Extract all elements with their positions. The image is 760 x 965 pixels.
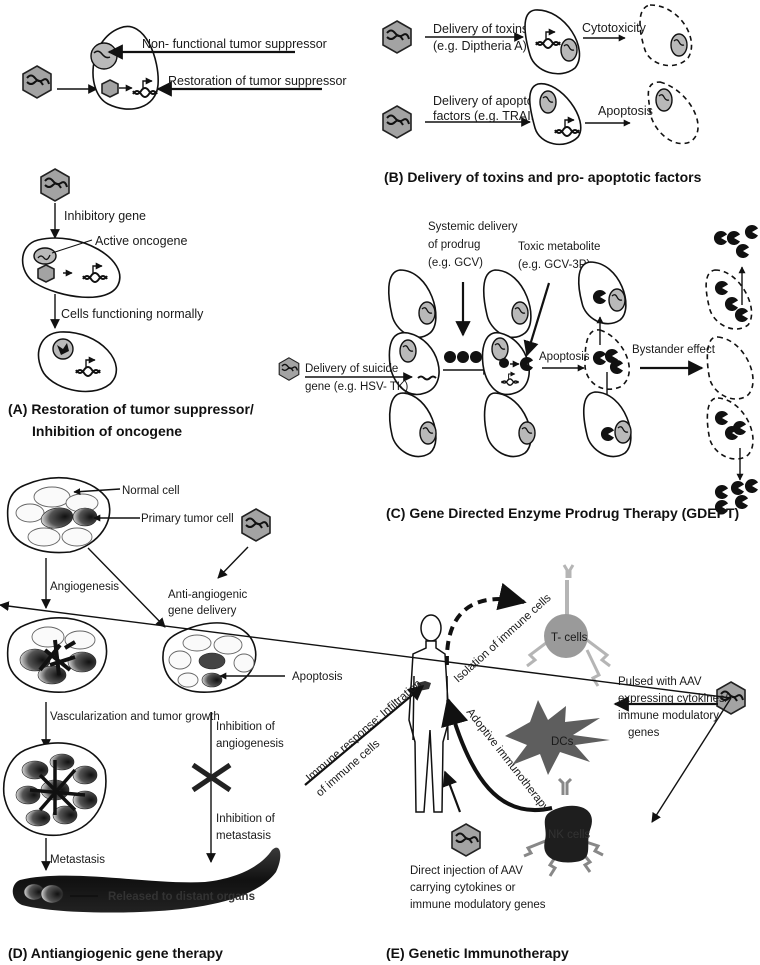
blood-vessels bbox=[38, 639, 77, 676]
nk-cell: NK cells bbox=[523, 777, 604, 877]
suicide-gene-icon bbox=[417, 375, 437, 381]
label-primary-tumor: Primary tumor cell bbox=[141, 513, 234, 525]
aav-vector-icon bbox=[382, 105, 412, 139]
label-apoptosis-d: Apoptosis bbox=[292, 671, 343, 683]
dying-cell bbox=[639, 4, 693, 67]
label-apoptosis-b: Apoptosis bbox=[598, 104, 653, 118]
panel-a-title-line1: (A) Restoration of tumor suppressor/ bbox=[8, 401, 254, 417]
t-cell: T- cells bbox=[526, 564, 611, 687]
label-pulsed-4: genes bbox=[628, 727, 660, 739]
dashed-arrow bbox=[444, 582, 527, 666]
label-inh-angio-2: angiogenesis bbox=[216, 738, 284, 750]
cell bbox=[528, 83, 582, 146]
label-toxins-2: (e.g. Diptheria A) bbox=[433, 39, 527, 53]
label-released: Released to distant organs bbox=[108, 891, 255, 903]
dying-cell bbox=[647, 81, 699, 145]
released-particles-top bbox=[713, 225, 758, 258]
label-vascularization: Vascularization and tumor growth bbox=[50, 711, 220, 723]
label-bystander: Bystander effect bbox=[632, 344, 716, 356]
label-t-cells: T- cells bbox=[551, 632, 588, 644]
label-active-oncogene: Active oncogene bbox=[95, 234, 187, 248]
label-anti-angio-2: gene delivery bbox=[168, 605, 237, 617]
label-apoptotic-1: Delivery of apoptotic bbox=[433, 94, 546, 108]
label-anti-angio-1: Anti-angiogenic bbox=[168, 589, 248, 601]
label-inhibitory-gene: Inhibitory gene bbox=[64, 209, 146, 223]
label-pulsed-2: expressing cytokines/ bbox=[618, 693, 729, 705]
label-apoptotic-2: factors (e.g. TRAIL) bbox=[433, 109, 542, 123]
block-x-icon bbox=[191, 762, 232, 793]
adoptive-arrow bbox=[441, 697, 553, 812]
vector-small-icon bbox=[101, 79, 119, 98]
aav-vector-icon bbox=[278, 357, 300, 381]
label-pulsed-1: Pulsed with AAV bbox=[618, 676, 702, 688]
panel-d-antiangiogenic: Normal cell Primary tumor cell Anti-angi… bbox=[2, 477, 343, 961]
label-pulsed-3: immune modulatory bbox=[618, 710, 719, 722]
label-angiogenesis: Angiogenesis bbox=[50, 581, 119, 593]
panel-a-title-line2: Inhibition of oncogene bbox=[32, 423, 182, 439]
label-inh-angio-1: Inhibition of bbox=[216, 721, 276, 733]
label-systemic-3: (e.g. GCV) bbox=[428, 257, 483, 269]
label-metastasis: Metastasis bbox=[50, 854, 105, 866]
panel-a-restoration: Non- functional tumor suppressor Restora… bbox=[22, 25, 347, 110]
label-systemic-1: Systemic delivery bbox=[428, 221, 518, 233]
label-dcs: DCs bbox=[551, 736, 574, 748]
label-apoptosis-c: Apoptosis bbox=[539, 351, 590, 363]
label-cytotoxicity: Cytotoxicity bbox=[582, 21, 647, 35]
label-direct-1: Direct injection of AAV bbox=[410, 865, 523, 877]
label-suicide-1: Delivery of suicide bbox=[305, 363, 398, 375]
panel-b-title: (B) Delivery of toxins and pro- apoptoti… bbox=[384, 169, 702, 185]
label-cells-normal: Cells functioning normally bbox=[61, 307, 204, 321]
label-direct-2: carrying cytokines or bbox=[410, 882, 516, 894]
label-normal-cell: Normal cell bbox=[122, 485, 180, 497]
aav-vector-icon bbox=[451, 823, 481, 857]
label-immune-response-1: Immune response; Infiltration bbox=[304, 678, 424, 784]
label-restoration: Restoration of tumor suppressor bbox=[168, 74, 347, 88]
aav-vector-icon bbox=[22, 65, 52, 99]
label-direct-3: immune modulatory genes bbox=[410, 899, 546, 911]
dendritic-cell: DCs bbox=[505, 700, 610, 775]
prodrug-dots bbox=[444, 351, 482, 363]
aav-vector-icon bbox=[40, 168, 70, 202]
label-suicide-2: gene (e.g. HSV- TK) bbox=[305, 381, 409, 393]
label-systemic-2: of prodrug bbox=[428, 239, 480, 251]
label-toxins-1: Delivery of toxins bbox=[433, 22, 528, 36]
label-nk-cells: NK cells bbox=[548, 829, 590, 841]
label-toxic-2: (e.g. GCV-3P) bbox=[518, 259, 590, 271]
label-non-functional: Non- functional tumor suppressor bbox=[142, 37, 327, 51]
label-inh-meta-1: Inhibition of bbox=[216, 813, 276, 825]
human-body-icon bbox=[408, 614, 450, 813]
cell bbox=[37, 331, 117, 393]
panel-c-gdept: Systemic delivery of prodrug (e.g. GCV) … bbox=[278, 221, 758, 521]
panel-d-title: (D) Antiangiogenic gene therapy bbox=[8, 945, 223, 961]
label-toxic-1: Toxic metabolite bbox=[518, 241, 600, 253]
aav-vector-icon bbox=[241, 508, 271, 542]
metastatic-mass bbox=[15, 753, 98, 827]
aav-vector-icon bbox=[382, 20, 412, 54]
panel-b-toxins: Delivery of toxins (e.g. Diptheria A) Cy… bbox=[382, 4, 702, 185]
panel-a-inhibition: Inhibitory gene Active oncogene Cells fu… bbox=[8, 168, 254, 439]
panel-e-title: (E) Genetic Immunotherapy bbox=[386, 945, 569, 961]
panel-c-title: (C) Gene Directed Enzyme Prodrug Therapy… bbox=[386, 505, 739, 521]
label-inh-meta-2: metastasis bbox=[216, 830, 271, 842]
